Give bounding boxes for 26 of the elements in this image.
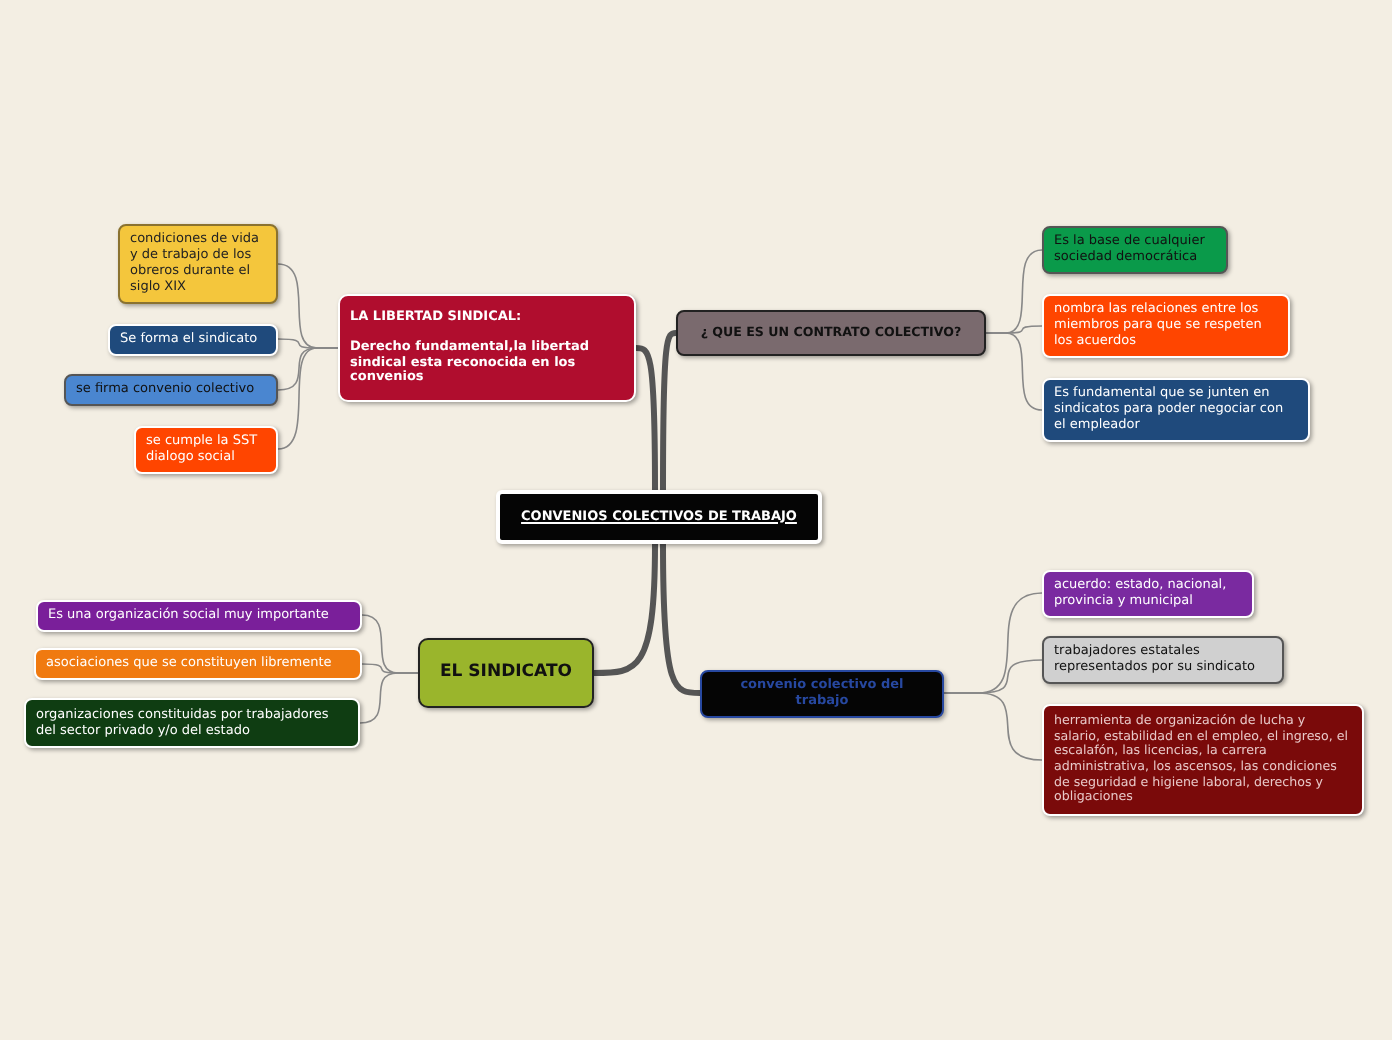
subtopic-box [1042,570,1254,618]
subtopic-box [1042,636,1284,684]
connector-line [277,347,339,450]
subtopic-box [34,648,362,680]
subtopic-box [1042,226,1228,274]
connector-line [943,692,1043,761]
connector-line [660,330,677,490]
topic-box [676,310,986,356]
subtopic-box [24,698,360,748]
connector-line [359,672,419,724]
subtopic-box [1042,378,1310,442]
connector-line [985,332,1043,411]
connector-line [635,345,658,490]
connector-line [593,543,658,676]
topic-box [418,638,594,708]
topic-box [700,670,944,718]
subtopic-box [36,600,362,632]
topic-text: EL SINDICATO [440,662,572,684]
subtopic-box [134,426,278,474]
subtopic-box [1042,704,1364,816]
subtopic-box [118,224,278,304]
topic-box [338,294,636,402]
subtopic-box [64,374,278,406]
subtopic-box [1042,294,1290,358]
central-topic-box [496,490,822,544]
subtopic-box [108,324,278,356]
